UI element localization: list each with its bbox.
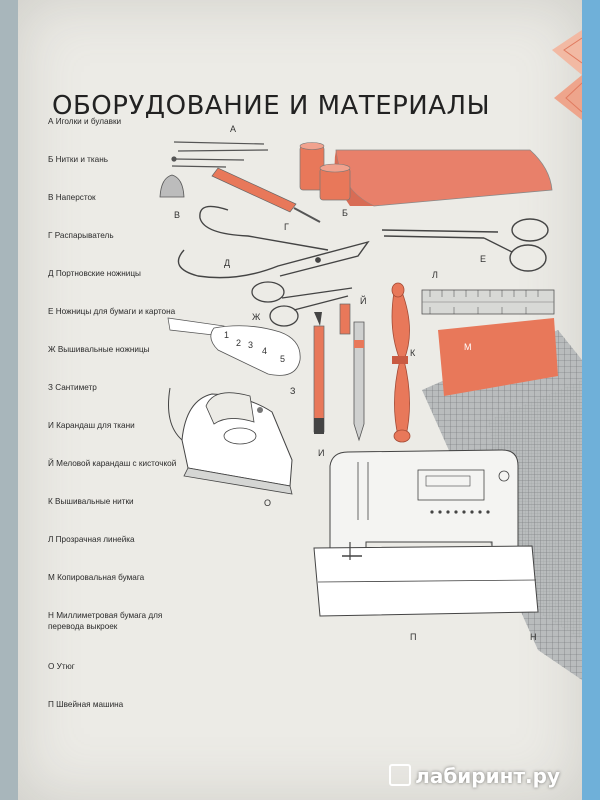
- label-seam-ripper: Г: [284, 222, 289, 232]
- legend-item: О Утюг: [48, 662, 75, 671]
- legend-item: Б Нитки и ткань: [48, 155, 109, 164]
- legend-item: Й Меловой карандаш с кисточкой: [48, 459, 177, 468]
- site-watermark: лабиринт.ру: [389, 764, 560, 788]
- label-chalk-pencil: Й: [360, 295, 366, 306]
- label-ruler: Л: [432, 270, 438, 280]
- legend-item: Г Распарыватель: [48, 231, 114, 240]
- label-fabric: Б: [342, 208, 348, 218]
- legend-item: З Сантиметр: [48, 383, 97, 392]
- fabric-pencil: [313, 312, 325, 434]
- legend-item: А Иголки и булавки: [48, 117, 122, 126]
- page-gutter: [0, 0, 18, 800]
- legend-item: Л Прозрачная линейка: [48, 535, 135, 544]
- watermark-logo-icon: [389, 764, 412, 786]
- tape-measure-mark: 5: [280, 354, 285, 364]
- label-shears: Д: [224, 258, 230, 268]
- legend-item: К Вышивальные нитки: [48, 497, 134, 506]
- tape-measure-mark: 4: [262, 346, 267, 356]
- iron: [168, 387, 293, 495]
- label-paper-scissors: Е: [480, 254, 486, 264]
- tape-measure-mark: 1: [224, 330, 229, 340]
- fabric-and-thread: [299, 142, 553, 207]
- tape-measure: 1 2 3 4 5: [167, 317, 301, 376]
- legend-item: В Наперсток: [48, 193, 96, 202]
- watermark-text: лабиринт.ру: [415, 764, 560, 788]
- tailor-shears: [177, 205, 370, 279]
- book-page: ОБОРУДОВАНИЕ И МАТЕРИАЛЫ А Иголки и була…: [18, 0, 582, 800]
- label-tracing-paper: М: [464, 342, 472, 352]
- thimble: [159, 174, 185, 198]
- embroidery-scissors: [251, 281, 353, 327]
- corner-ornament: [552, 30, 582, 120]
- seam-ripper: [211, 167, 321, 223]
- label-tape-measure: З: [290, 386, 295, 396]
- tracing-paper: [438, 318, 558, 396]
- label-embroidery-scissors: Ж: [252, 312, 261, 322]
- legend-item: И Карандаш для ткани: [48, 421, 135, 430]
- tape-measure-mark: 3: [248, 340, 253, 350]
- label-graph-paper: Н: [530, 632, 537, 642]
- legend-item: Д Портновские ножницы: [48, 269, 141, 278]
- label-sewing-machine: П: [410, 632, 416, 642]
- embroidery-floss: [391, 282, 411, 443]
- equipment-illustration: 1 2 3 4 5: [159, 124, 582, 680]
- legend-item: Е Ножницы для бумаги и картона: [48, 307, 176, 316]
- page-edge: [582, 0, 600, 800]
- label-needles: А: [230, 124, 236, 134]
- page-title: ОБОРУДОВАНИЕ И МАТЕРИАЛЫ: [52, 91, 491, 122]
- paper-scissors: [381, 218, 549, 272]
- tape-measure-mark: 2: [236, 338, 241, 348]
- chalk-pencil: [339, 303, 365, 442]
- needles-and-pins: [171, 141, 269, 168]
- label-thimble: В: [174, 210, 180, 220]
- legend-item: М Копировальная бумага: [48, 573, 145, 582]
- clear-ruler: [421, 289, 555, 315]
- label-floss: К: [410, 348, 416, 358]
- legend-item: Н Миллиметровая бумага для перевода выкр…: [48, 611, 163, 631]
- legend-item: Ж Вышивальные ножницы: [48, 345, 150, 354]
- legend-item: П Швейная машина: [48, 700, 124, 709]
- sewing-machine: [313, 449, 539, 617]
- label-iron: О: [264, 498, 271, 508]
- label-fabric-pencil: И: [318, 448, 324, 458]
